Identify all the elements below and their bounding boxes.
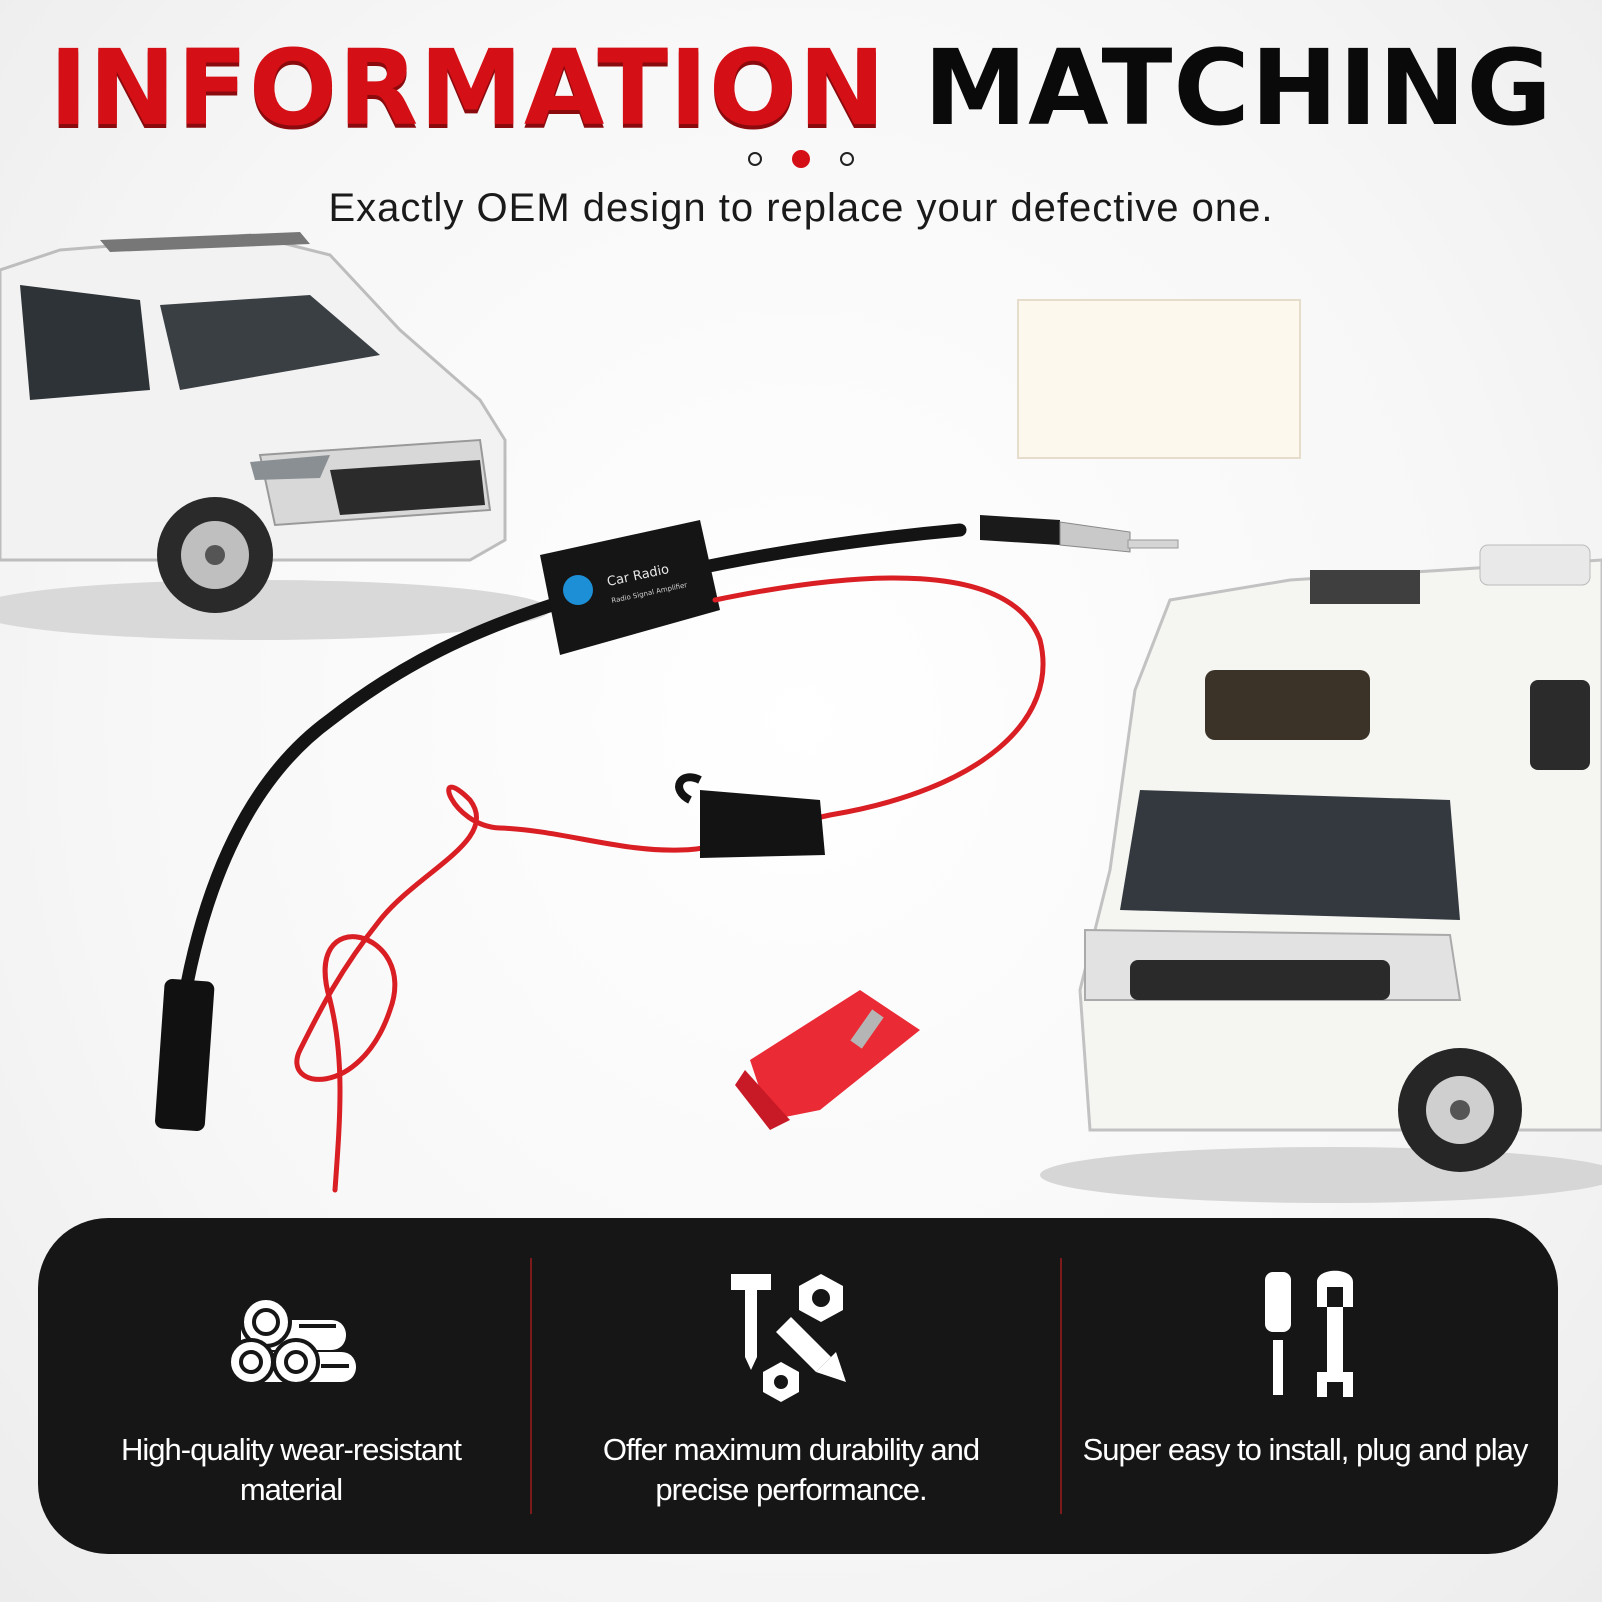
headline-part-black: MATCHING [923,27,1553,149]
pager-dot-2-active[interactable] [792,150,810,168]
screw-bolt-nut-icon [731,1274,846,1402]
motorhome-image [1040,544,1602,1203]
headline: INFORMATION MATCHING [0,28,1602,148]
screwdriver-wrench-icon [1265,1270,1353,1397]
feature-label-install: Super easy to install, plug and play [1082,1432,1529,1467]
separator [1060,1258,1062,1514]
fuse-holder [700,790,825,858]
feature-label-material: High-quality wear-resistant material [121,1432,462,1507]
headline-part-red: INFORMATION [49,27,887,149]
feature-durability: Offer maximum durability and precise per… [538,1218,1044,1554]
pager-dot-1[interactable] [747,152,762,166]
amplifier-module: Car Radio Radio Signal Amplifier [540,520,720,655]
adhesive-pad-image [1017,299,1301,459]
suv-image [0,232,550,640]
pager-dot-3[interactable] [840,152,855,166]
splice-connector [750,990,920,1120]
separator [530,1258,532,1514]
feature-material: High-quality wear-resistant material [38,1218,544,1554]
carousel-pager [0,150,1602,171]
feature-label-durability: Offer maximum durability and precise per… [602,1432,980,1507]
feature-install: Super easy to install, plug and play [1052,1218,1558,1554]
material-rolls-icon [227,1296,356,1386]
features-panel: High-quality wear-resistant material Off… [38,1218,1558,1554]
subtitle: Exactly OEM design to replace your defec… [328,186,1274,230]
product-illustration: Car Radio Radio Signal Amplifier [0,232,1602,1203]
